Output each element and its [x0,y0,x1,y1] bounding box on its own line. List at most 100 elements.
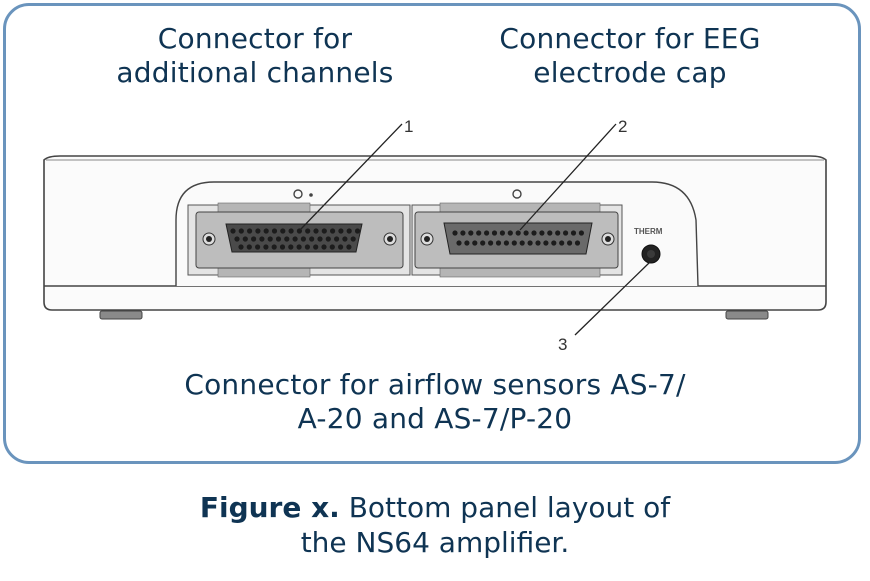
caption-label: Figure x. [199,491,340,524]
callout-line-2 [519,123,617,231]
caption-text: Bottom panel layout of [339,491,671,524]
connector-pin [238,244,244,250]
connector-pin [338,228,344,234]
connector-pin [338,244,344,250]
callout-line-1 [299,123,403,231]
connector-pin [321,228,327,234]
connector-pin [535,240,541,246]
label-line: Connector for EEG [499,22,761,55]
connector-pin [234,236,240,242]
connector-pin [488,240,494,246]
connector-pin [452,230,458,236]
label-line: A-20 and AS-7/P-20 [297,402,573,435]
connector-pin [305,228,311,234]
connector-pin [300,236,306,242]
connector-pin [499,230,505,236]
connector-pin [313,244,319,250]
connector-pin [280,228,286,234]
connector-pin [317,236,323,242]
connector-pin [574,240,581,246]
connector-pin [472,240,478,246]
connector-eeg-cap [411,189,623,278]
connector-pin [263,244,269,250]
callout-3: 3 [558,335,567,354]
connector-pin [238,228,244,234]
caption-text-line2: the NS64 amplifier. [300,526,570,559]
connector-pin [296,244,302,250]
label-line: Connector for [157,22,353,55]
callout-1: 1 [404,117,413,136]
connector-pin [350,236,356,242]
connector-pin [325,236,331,242]
connector-pin [230,228,236,234]
connector-pin [507,230,513,236]
connector-pin [259,236,265,242]
connector-pin [555,230,561,236]
connector-pin [275,236,282,242]
connector-pin [491,230,498,236]
connector-pin [484,230,490,236]
label-airflow-sensors: Connector for airflow sensors AS-7/ A-20… [120,368,750,436]
connector-pin [559,240,565,246]
label-line: additional channels [116,56,394,89]
connector-pin [354,228,361,234]
connector-pin [284,236,290,242]
connector-pin [456,240,462,246]
connector-pin [495,240,502,246]
connector-pin [539,230,545,236]
connector-pin [543,240,549,246]
connector-pin [346,244,352,250]
connector-pin [527,240,533,246]
head-icon [512,189,522,199]
connector-pin [271,228,278,234]
therm-label: THERM [634,227,663,236]
connector-pin [292,236,298,242]
connector-pin [468,230,474,236]
connector-pin [263,228,269,234]
connector-pin [563,230,569,236]
label-line: Connector for airflow sensors AS-7/ [184,368,686,401]
connector-pin [342,236,348,242]
connector-pin [271,244,277,250]
connector-pin [578,230,585,236]
connector-pin [570,230,577,236]
label-additional-channels: Connector for additional channels [70,22,440,90]
label-eeg-cap: Connector for EEG electrode cap [455,22,805,90]
connector-pin [251,236,257,242]
head-plus-icon [293,189,303,199]
connector-pin [334,236,340,242]
connector-pin [288,228,294,234]
connector-pin [531,230,537,236]
connector-pin [511,240,517,246]
connector-pin [242,236,248,242]
callout-2: 2 [618,117,627,136]
connector-pin [267,236,273,242]
connector-pin [309,236,315,242]
connector-pin [567,240,573,246]
label-line: electrode cap [533,56,727,89]
callout-line-3 [574,261,651,336]
connector-pin [246,244,252,250]
connector-pin [255,244,261,250]
figure-caption: Figure x. Bottom panel layout of the NS6… [100,490,770,560]
connector-pin [288,244,294,250]
connector-pin [503,240,509,246]
connector-pin [480,240,486,246]
connector-pin [547,230,553,236]
connector-pin [321,244,327,250]
connector-pin [551,240,557,246]
therm-connector: THERM [634,227,663,264]
connector-pin [464,240,470,246]
connector-pin [330,228,336,234]
connector-additional-channels [187,189,411,278]
connector-pin [460,230,466,236]
connector-pin [515,230,521,236]
connector-pin [476,230,482,236]
connector-pin [523,230,529,236]
connector-pin [247,228,253,234]
connector-pin [313,228,319,234]
connector-pin [279,244,286,250]
connector-pin [519,240,525,246]
connector-pin [255,228,261,234]
connector-pin [329,244,335,250]
